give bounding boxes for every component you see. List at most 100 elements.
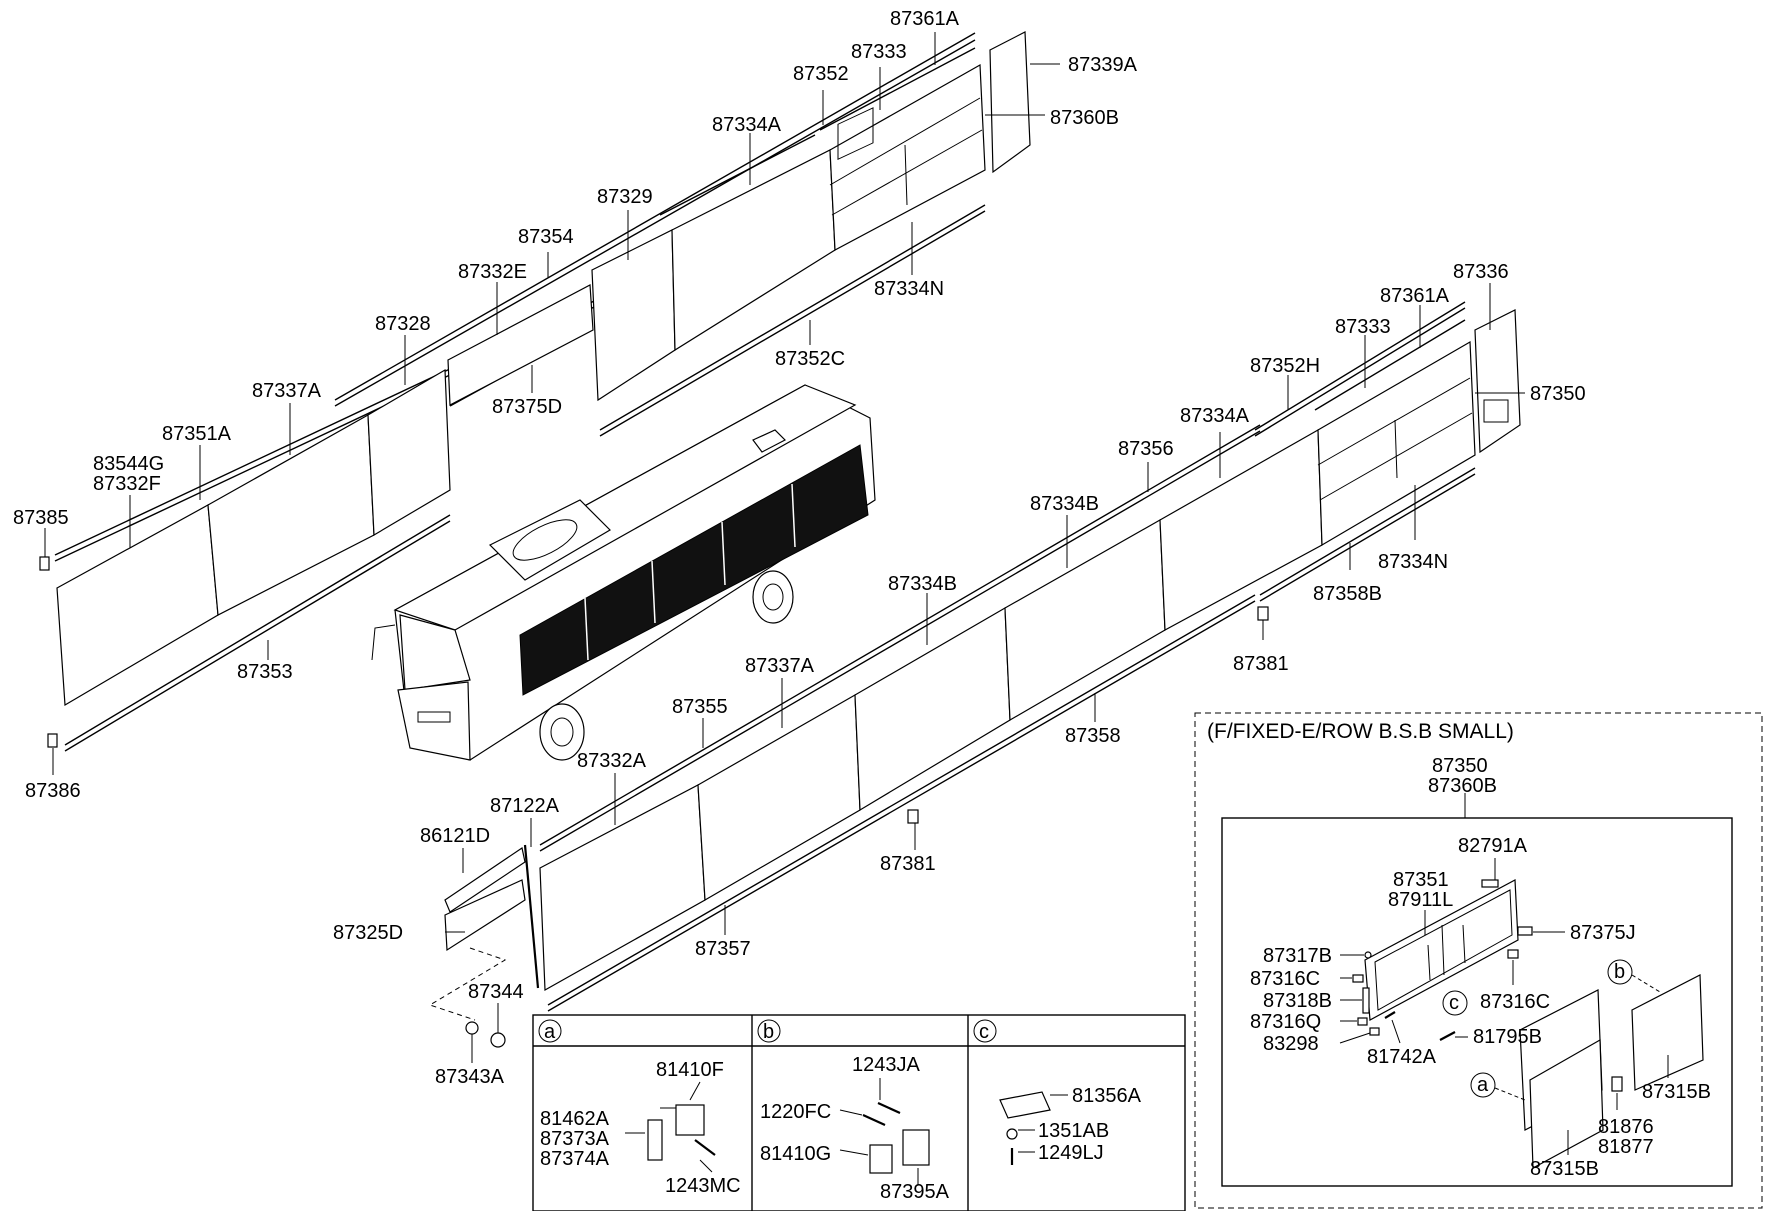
strip-87122A [523,844,540,989]
label-81795B-inset: 81795B [1473,1026,1542,1048]
label-87350-r: 87350 [1530,383,1586,405]
pane-87337A-r [697,693,861,902]
pane-87339A [989,31,1031,174]
rail-87358B [1259,467,1476,596]
label-87361A-top: 87361A [890,8,960,30]
label-83544G: 83544G [93,453,164,475]
bus-roof [393,384,857,631]
rear-wheel-hub [762,583,784,611]
arrow-a-inset [1494,1087,1526,1101]
label-87339A: 87339A [1068,54,1138,76]
bus-grille [417,711,451,723]
frame-87351-inner [1374,889,1513,1011]
part-87316C-1 [1352,974,1364,983]
label-87350-inset: 87350 [1432,755,1488,777]
bracket-87395A [902,1129,930,1166]
part-81876 [1611,1076,1623,1092]
rail-87333-r [1314,319,1466,411]
rail-87352C-b [599,210,986,437]
label-82791A-inset: 82791A [1458,835,1528,857]
inset-fixed-row [1194,712,1763,1209]
label-87355: 87355 [672,696,728,718]
clip-87381-2 [907,809,919,824]
label-1351AB: 1351AB [1038,1120,1109,1142]
label-87316C-2-inset: 87316C [1480,991,1550,1013]
pane-87334N-r-divider-3 [1394,419,1398,479]
label-87333-top: 87333 [851,41,907,63]
part-81795B [1439,1031,1456,1041]
part-87316Q [1357,1017,1368,1026]
rail-87353 [64,514,451,746]
callout-b-inset [1607,959,1633,985]
rail-87357-b [547,600,1256,1012]
callout-a-label: a [544,1021,556,1043]
clip-87385 [39,556,50,571]
block-81356A [999,1091,1051,1119]
label-87333-r: 87333 [1335,316,1391,338]
glass-87315B-b-pane [1631,974,1704,1091]
rail-87333 [819,47,976,131]
label-87357: 87357 [695,938,751,960]
roof-hatch-rear [752,429,787,453]
pane-87334A-r [1159,428,1323,631]
rail-87361A [1254,301,1466,431]
leader-1220FC [839,1109,863,1116]
rail-top-b [334,39,976,407]
pane-87329 [591,229,676,402]
label-87361A-r: 87361A [1380,285,1450,307]
rail-87361A-b [1254,307,1466,437]
label-87360B-inset: 87360B [1428,775,1497,797]
washer-1351AB [1006,1128,1018,1140]
label-87911L-inset: 87911L [1388,889,1453,911]
plug-87344 [490,1032,506,1048]
label-83298-inset: 83298 [1263,1033,1319,1055]
inset-inner-frame [1221,817,1733,1187]
label-87358: 87358 [1065,725,1121,747]
label-87375D: 87375D [492,396,562,418]
bracket-87373A [647,1119,663,1161]
hinge-81410F [675,1104,705,1136]
label-87351A: 87351A [162,423,232,445]
detail-table-frame [532,1014,1186,1211]
pane-87332F [56,504,219,707]
arrow-b-inset [1631,974,1661,993]
label-87395A: 87395A [880,1181,950,1203]
label-1220FC: 1220FC [760,1101,831,1123]
label-87122A: 87122A [490,795,560,817]
label-87332A: 87332A [577,750,647,772]
front-wheel-hub [550,717,574,747]
label-87373A: 87373A [540,1128,610,1150]
inset-dashed-frame [1194,712,1763,1209]
label-87352: 87352 [793,63,849,85]
labels: 87361A 87333 87339A 87352 87360B 87334A … [13,8,1711,1203]
pane-87336-vent [1483,399,1509,423]
label-87344: 87344 [468,981,524,1003]
label-87334N-r: 87334N [1378,551,1448,573]
leader-1243MC [699,1159,713,1173]
label-87328: 87328 [375,313,431,335]
label-87316Q-inset: 87316Q [1250,1011,1321,1033]
rail-87337A-b [539,430,1261,852]
window-divider-1 [584,597,589,661]
label-87334A-top: 87334A [712,114,782,136]
label-87352H: 87352H [1250,355,1320,377]
right-side-window-assembly [428,283,1525,1063]
label-87334B-2: 87334B [888,573,957,595]
callout-c-inset-label: c [1449,992,1459,1014]
bus-windshield [399,614,471,691]
rail-87358B-b [1259,473,1476,602]
label-87329: 87329 [597,186,653,208]
rear-vent [837,107,874,160]
part-82791A [1481,879,1499,888]
glass-87315B-a-pane [1529,1038,1604,1169]
window-divider-4 [791,483,796,548]
label-1249LJ: 1249LJ [1038,1142,1104,1164]
leader-83298 [1339,1032,1371,1044]
rear-wheel [752,570,794,624]
clip-87386 [47,733,58,748]
roof-hatch-oval [512,519,578,561]
label-81410G: 81410G [760,1143,831,1165]
label-81877-inset: 81877 [1598,1136,1654,1158]
pane-87334N [829,63,986,251]
rail-87357 [547,594,1256,1006]
